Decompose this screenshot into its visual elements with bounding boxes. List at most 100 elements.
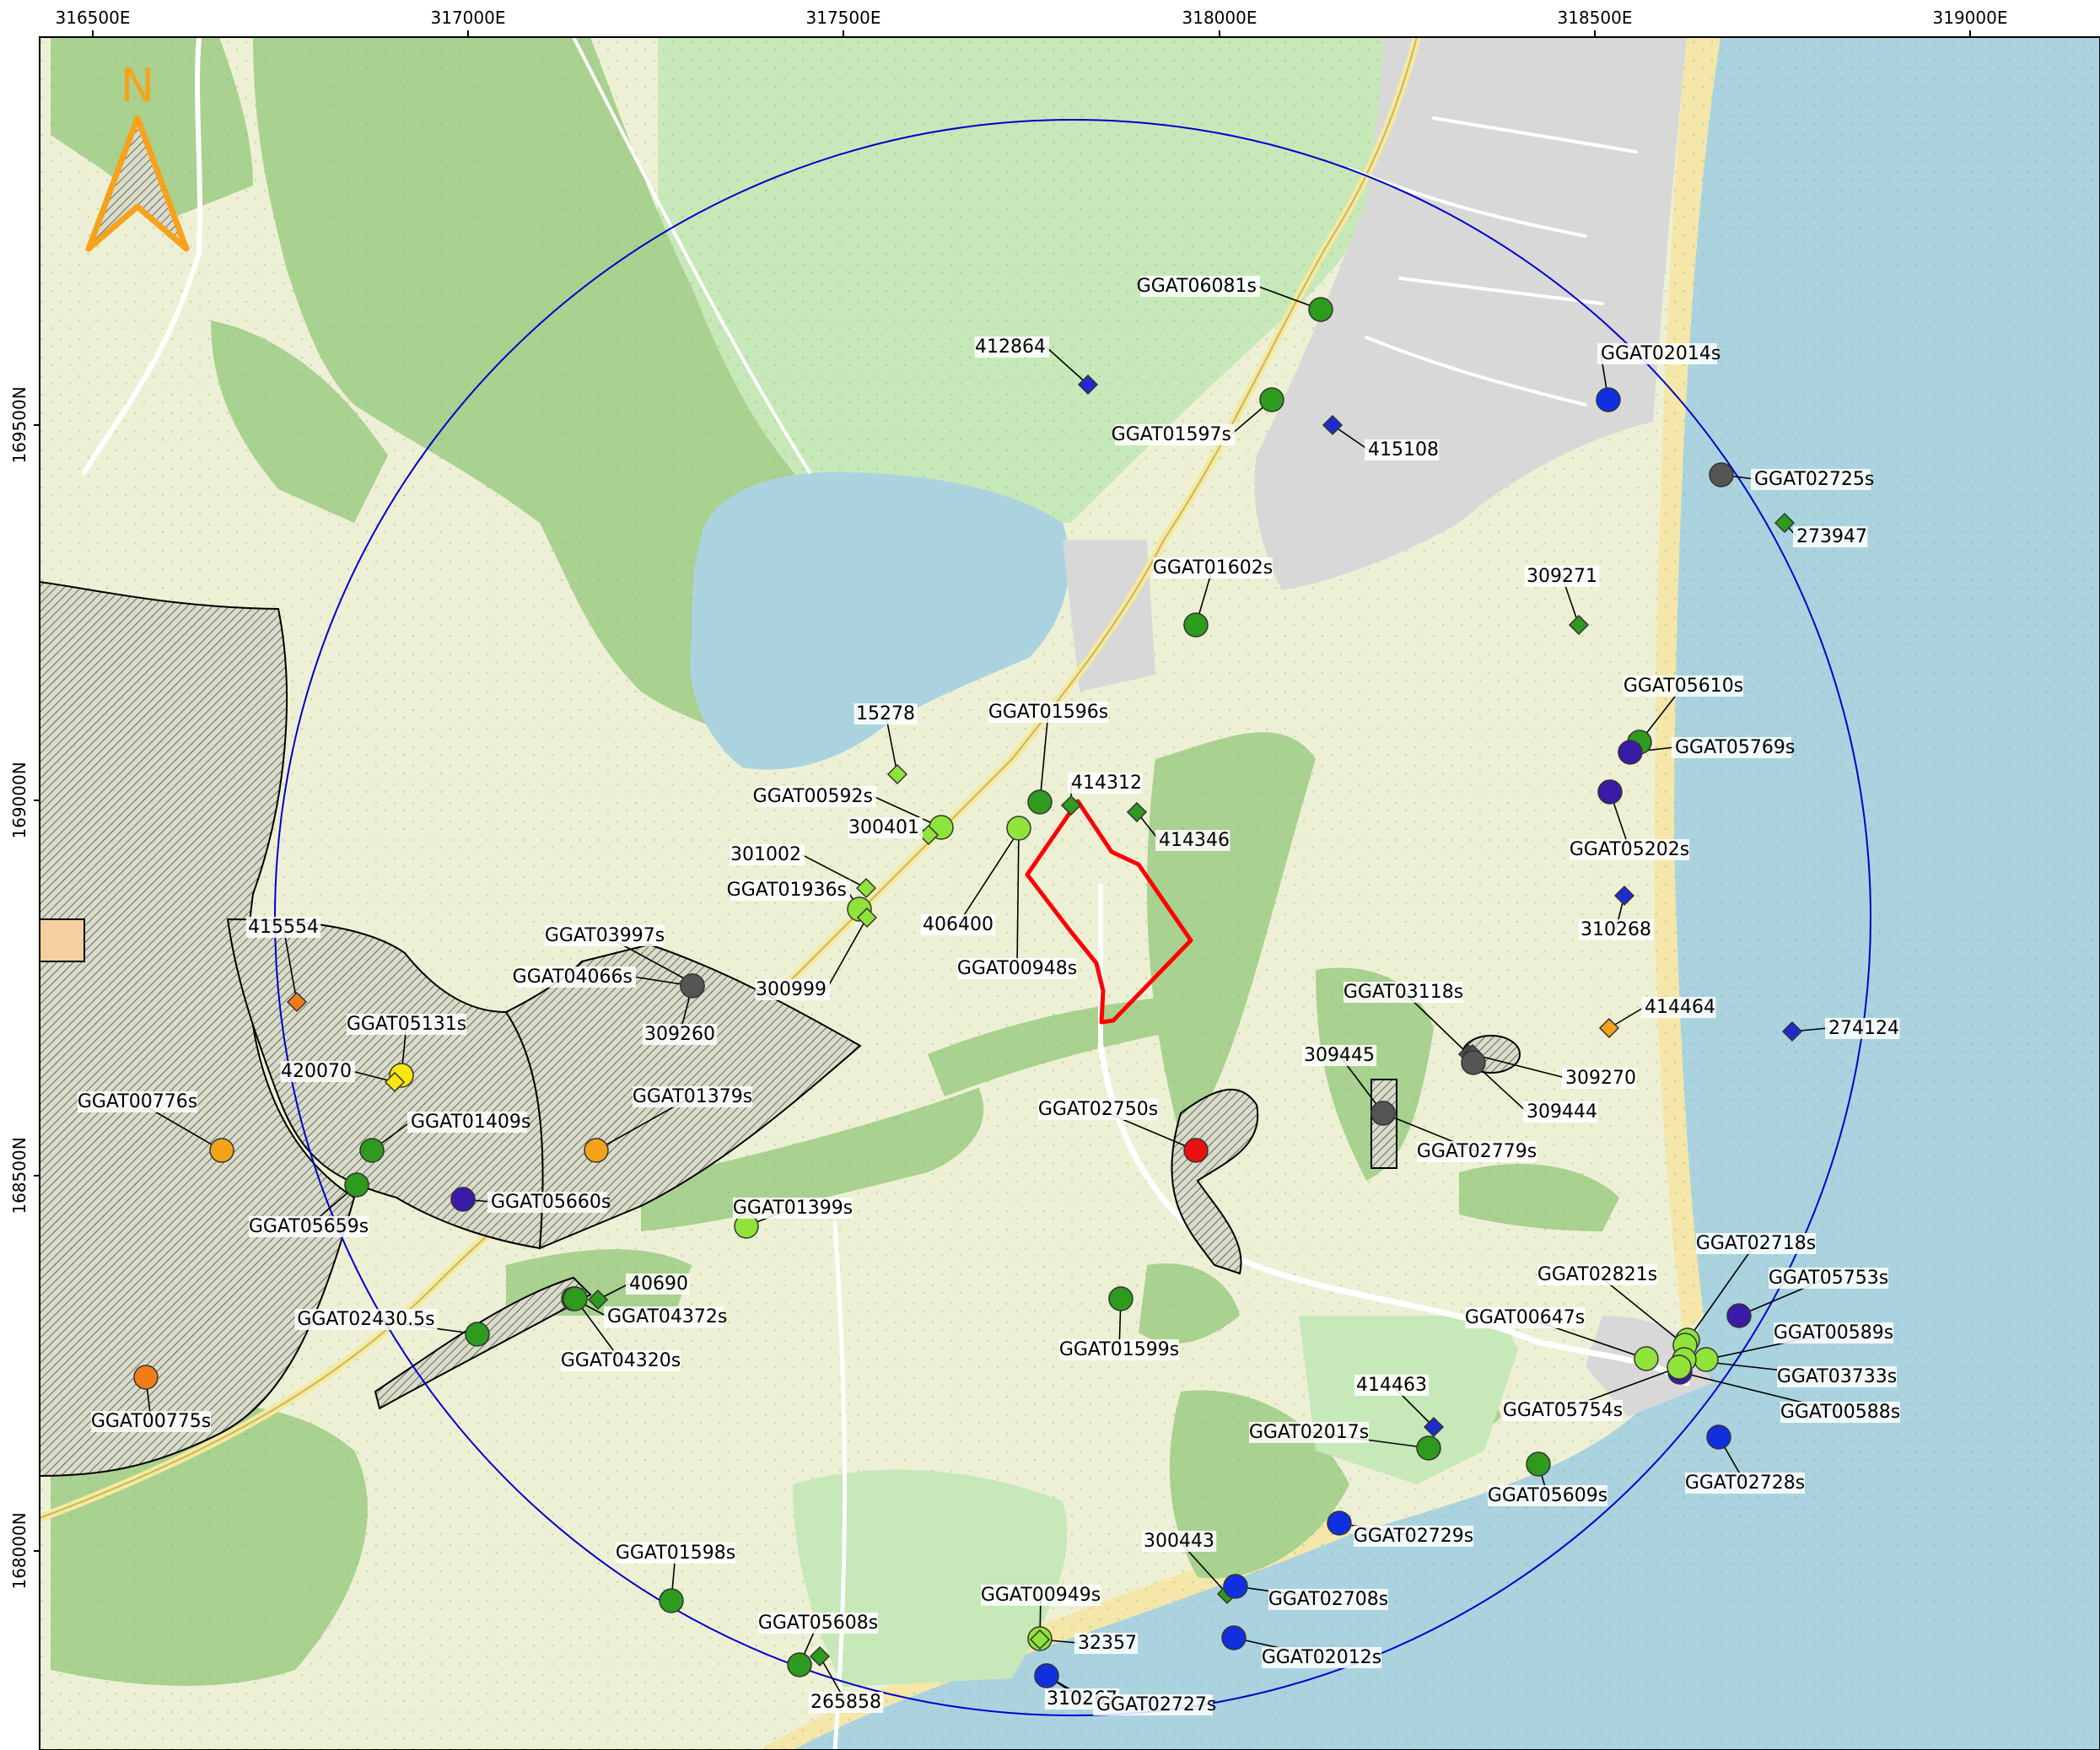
marker-ggat02779s[interactable] (1370, 1101, 1396, 1126)
label-bg-ggat02750s (1038, 1099, 1158, 1120)
marker-301002[interactable] (855, 877, 877, 899)
marker-ggat05769s[interactable] (1618, 740, 1643, 765)
label-ggat01596s: GGAT01596s (988, 702, 1108, 723)
label-301002: 301002 (730, 844, 801, 865)
leader-ggat04320s (574, 1298, 622, 1361)
label-bg-414312 (1068, 773, 1143, 794)
marker-ggat02728s[interactable] (1706, 1424, 1731, 1450)
marker-ggat05202s[interactable] (1597, 779, 1623, 805)
label-bg-ggat04066s (516, 967, 636, 988)
label-bg-ggat02014s (1597, 343, 1717, 364)
designated-area-rect (1370, 1079, 1397, 1169)
leader-406400 (957, 827, 1021, 925)
marker-ggat02727s[interactable] (1034, 1663, 1059, 1688)
marker-ggat04320s[interactable] (563, 1286, 588, 1311)
label-bg-15278 (853, 703, 918, 724)
marker-32357[interactable] (1029, 1629, 1051, 1650)
marker-412864[interactable] (1077, 374, 1099, 396)
marker-ggat00948s[interactable] (1006, 816, 1031, 841)
label-ggat00589s: GGAT00589s (1774, 1322, 1893, 1343)
marker-ggat05660s[interactable] (450, 1187, 476, 1212)
marker-ggat01598s[interactable] (659, 1588, 684, 1613)
marker-420070[interactable] (384, 1071, 406, 1093)
y-tick-label: 169000N (9, 762, 30, 838)
label-ggat00949s: GGAT00949s (981, 1585, 1101, 1606)
marker-ggat00589s[interactable] (1693, 1347, 1719, 1372)
label-bg-ggat05609s (1488, 1485, 1607, 1506)
label-ggat01597s: GGAT01597s (1112, 424, 1231, 445)
marker-ggat05609s[interactable] (1526, 1451, 1551, 1477)
designated-area-west (40, 580, 356, 1478)
marker-ggat00775s[interactable] (133, 1365, 159, 1390)
y-tick-label: 168500N (9, 1137, 30, 1214)
label-bg-ggat02779s (1417, 1141, 1537, 1162)
marker-ggat01379s[interactable] (584, 1138, 609, 1163)
marker-ggat02708s[interactable] (1223, 1574, 1248, 1599)
label-bg-ggat05659s (249, 1216, 369, 1237)
label-bg-412864 (974, 337, 1049, 358)
label-ggat01598s: GGAT01598s (616, 1543, 735, 1564)
marker-415108[interactable] (1322, 414, 1343, 436)
marker-ggat05659s[interactable] (344, 1172, 369, 1198)
marker-414346[interactable] (1126, 801, 1148, 823)
label-420070: 420070 (281, 1061, 352, 1082)
label-406400: 406400 (923, 914, 993, 935)
marker-273947[interactable] (1774, 512, 1796, 534)
marker-ggat02017s[interactable] (1416, 1435, 1441, 1461)
label-ggat02017s: GGAT02017s (1249, 1422, 1369, 1443)
marker-414312[interactable] (1060, 794, 1082, 816)
label-bg-ggat06081s (1140, 276, 1260, 297)
marker-414464[interactable] (1598, 1017, 1620, 1039)
label-bg-ggat01598s (616, 1543, 735, 1564)
marker-ggat05608s[interactable] (787, 1652, 812, 1677)
label-ggat02014s: GGAT02014s (1601, 343, 1720, 364)
marker-ggat06081s[interactable] (1308, 297, 1333, 322)
label-414464: 414464 (1645, 997, 1715, 1018)
label-ggat05608s: GGAT05608s (758, 1613, 878, 1634)
label-bg-265858 (808, 1692, 884, 1713)
label-bg-ggat00647s (1465, 1307, 1585, 1328)
label-bg-ggat01597s (1115, 424, 1235, 445)
marker-ggat05754s[interactable] (1667, 1354, 1692, 1380)
label-ggat02821s: GGAT02821s (1537, 1264, 1657, 1285)
marker-310268[interactable] (1613, 885, 1635, 907)
marker-274124[interactable] (1781, 1020, 1803, 1042)
marker-40690[interactable] (587, 1289, 609, 1311)
marker-265858[interactable] (809, 1645, 831, 1667)
marker-ggat01602s[interactable] (1183, 612, 1209, 638)
marker-309444[interactable] (1461, 1050, 1486, 1075)
marker-ggat02729s[interactable] (1327, 1510, 1352, 1536)
marker-415554[interactable] (286, 991, 308, 1013)
x-tick-label: 319000E (1933, 8, 2008, 28)
label-ggat02727s: GGAT02727s (1096, 1694, 1216, 1715)
marker-ggat02725s[interactable] (1709, 462, 1734, 487)
label-ggat03733s: GGAT03733s (1777, 1366, 1897, 1387)
label-309271: 309271 (1527, 566, 1597, 587)
x-tick-label: 318000E (1182, 8, 1257, 28)
marker-ggat02014s[interactable] (1596, 387, 1621, 412)
label-ggat04372s: GGAT04372s (607, 1306, 727, 1327)
feature-markers (133, 297, 1803, 1688)
marker-309260[interactable] (680, 973, 705, 999)
marker-15278[interactable] (886, 763, 908, 785)
label-bg-414463 (1354, 1375, 1430, 1396)
label-ggat04066s: GGAT04066s (513, 967, 633, 988)
marker-ggat05753s[interactable] (1726, 1303, 1752, 1328)
marker-300999[interactable] (856, 907, 878, 929)
marker-309271[interactable] (1568, 614, 1590, 636)
marker-ggat01596s[interactable] (1027, 789, 1053, 815)
marker-414463[interactable] (1423, 1416, 1445, 1438)
marker-ggat02430-5s[interactable] (465, 1322, 490, 1347)
marker-ggat01597s[interactable] (1259, 387, 1284, 412)
marker-ggat02012s[interactable] (1221, 1625, 1247, 1650)
label-bg-ggat04372s (604, 1306, 724, 1327)
marker-ggat01599s[interactable] (1108, 1286, 1133, 1311)
marker-ggat02750s[interactable] (1183, 1138, 1209, 1163)
marker-ggat01409s[interactable] (359, 1138, 385, 1163)
label-300443: 300443 (1144, 1531, 1214, 1552)
marker-ggat00776s[interactable] (209, 1138, 234, 1163)
leader-415554 (283, 926, 298, 1003)
label-bg-ggat03118s (1343, 982, 1463, 1003)
marker-ggat00647s[interactable] (1634, 1346, 1659, 1371)
